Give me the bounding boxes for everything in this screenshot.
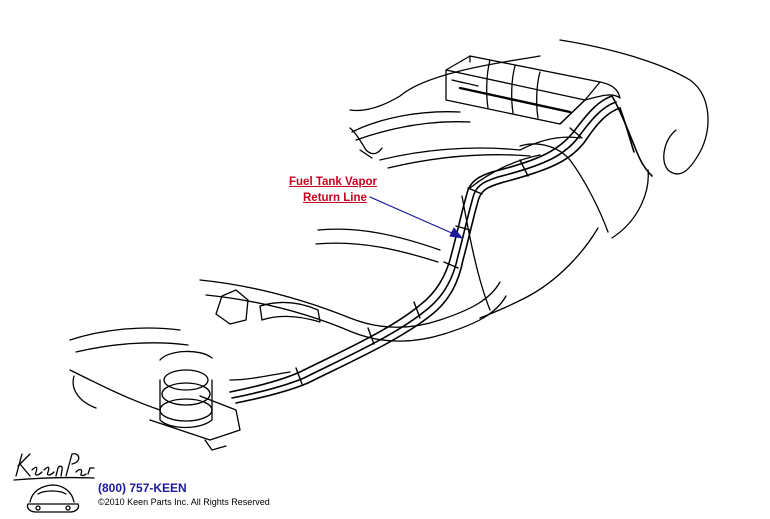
main-frame-rail [199,228,507,342]
line-clips [295,127,583,385]
copyright-notice: ©2010 Keen Parts Inc. All Rights Reserve… [98,497,270,507]
rear-frame [349,111,581,169]
fuel-tank [445,55,621,125]
callout-label-line-2: Return Line [303,192,367,204]
callout-arrow [369,196,463,239]
phone-number: (800) 757-KEEN [98,481,187,495]
front-frame-booster [69,327,291,451]
fuel-vapor-lines [229,95,653,404]
callout-label-line-1: Fuel Tank Vapor [289,176,377,188]
keen-parts-logo-icon [8,448,98,514]
rear-body-outline [349,39,709,319]
